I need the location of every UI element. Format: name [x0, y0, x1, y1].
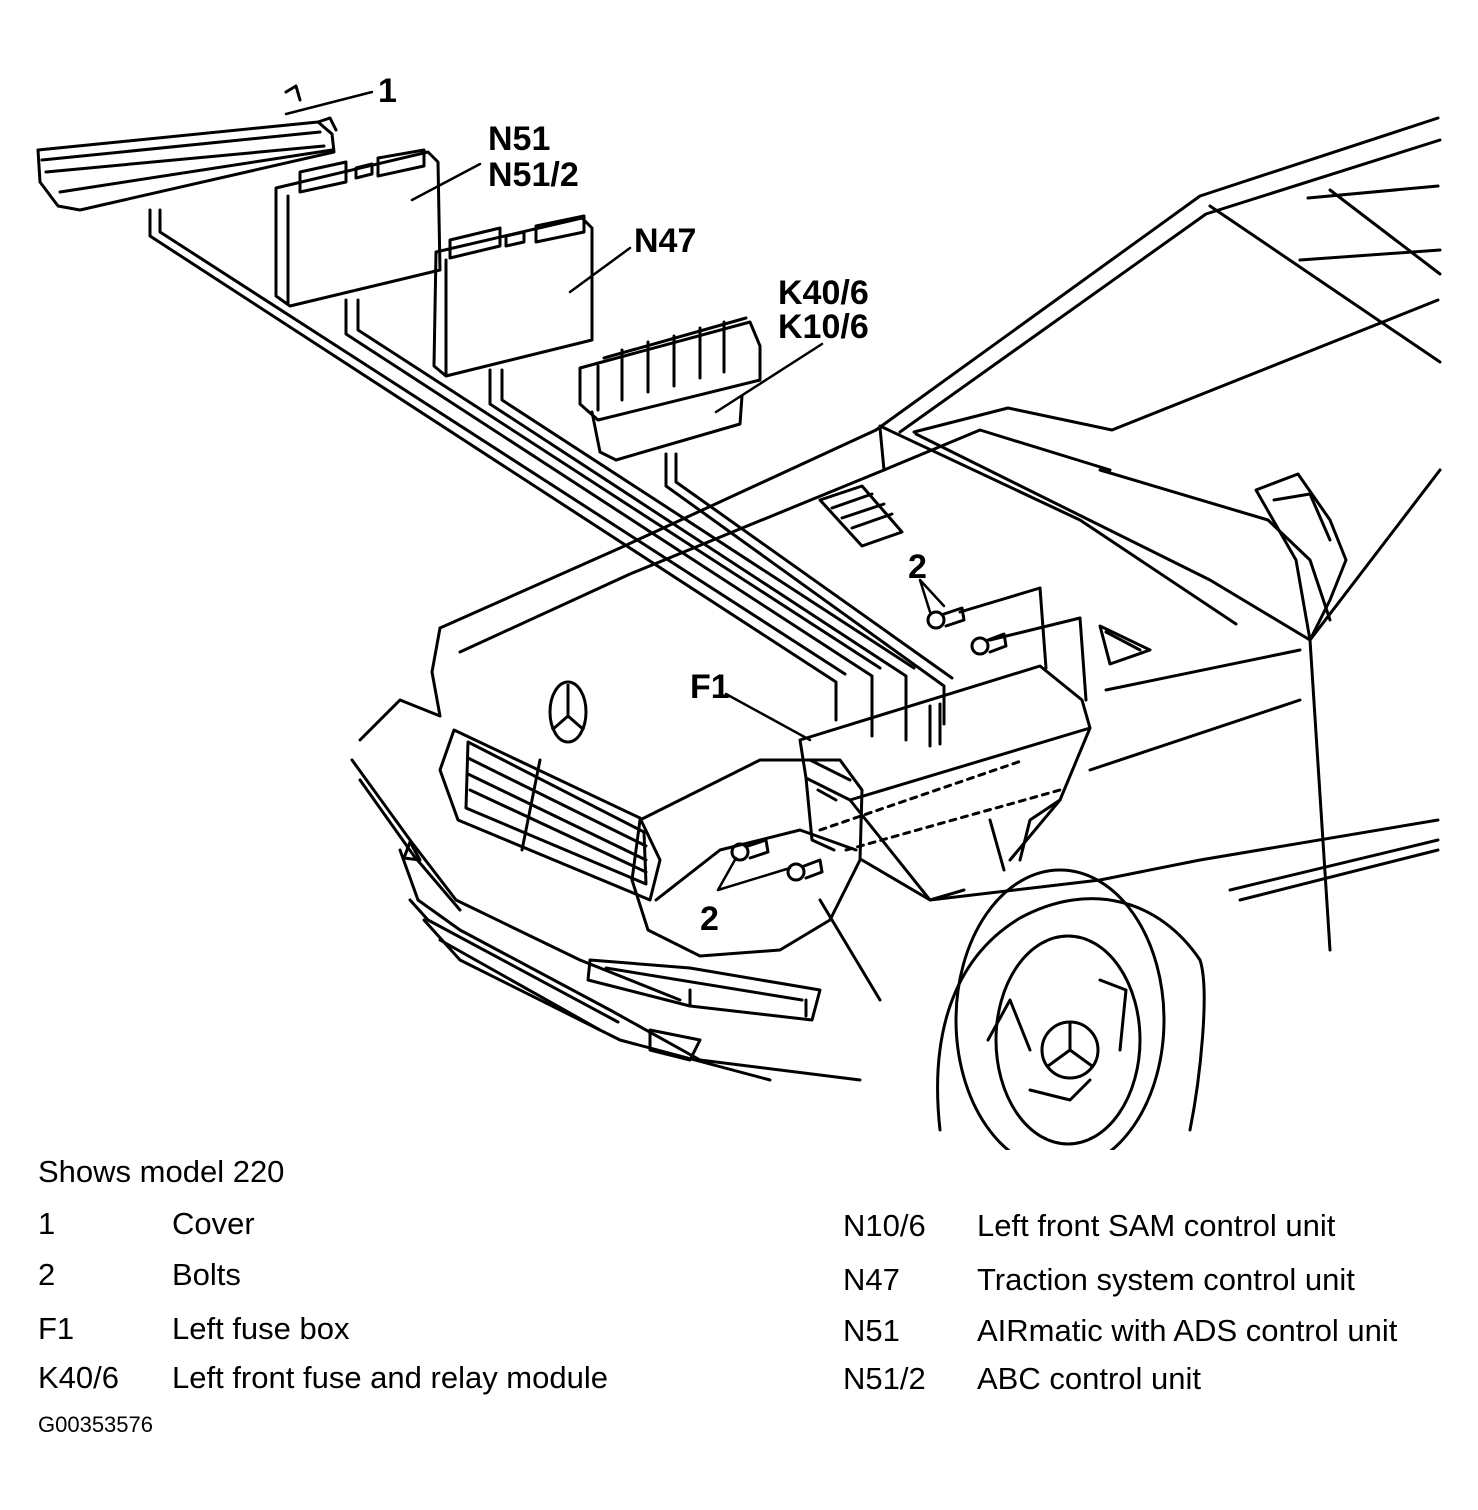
callout-n47: N47 — [634, 222, 696, 260]
legend-code: N47 — [843, 1262, 900, 1297]
bolts — [730, 606, 1008, 882]
n51-control-unit — [274, 148, 442, 308]
legend-desc: AIRmatic with ADS control unit — [977, 1313, 1398, 1348]
component-location-diagram: 1 N51 N51/2 N47 K40/6 K10/6 F1 2 2 — [36, 72, 1442, 1150]
legend-code: 1 — [38, 1206, 56, 1241]
callout-2-top: 2 — [908, 548, 927, 586]
callout-leaders — [284, 90, 946, 892]
figure-id: G00353576 — [38, 1412, 153, 1437]
legend-code: N10/6 — [843, 1208, 926, 1243]
callout-k10-6: K10/6 — [778, 308, 869, 346]
legend-code: N51/2 — [843, 1361, 926, 1396]
leader-lines — [148, 208, 954, 742]
callout-n51: N51 — [488, 120, 550, 158]
legend-code: 2 — [38, 1257, 56, 1292]
legend-code: F1 — [38, 1311, 75, 1346]
legend-caption: Shows model 220 — [38, 1154, 285, 1189]
k40-6-relay-module — [578, 316, 762, 462]
callout-n51-2: N51/2 — [488, 156, 579, 194]
legend-desc: Left fuse box — [172, 1311, 350, 1346]
legend-desc: ABC control unit — [977, 1361, 1201, 1396]
callout-2-bottom: 2 — [700, 900, 719, 938]
callout-k40-6: K40/6 — [778, 274, 869, 312]
legend-desc: Left front SAM control unit — [977, 1208, 1336, 1243]
f1-fuse-box — [798, 586, 1092, 902]
cover-part — [36, 84, 338, 212]
n47-control-unit — [432, 214, 594, 378]
legend-desc: Bolts — [172, 1257, 241, 1292]
mercedes-star-icon — [548, 680, 588, 744]
legend-desc: Traction system control unit — [977, 1262, 1355, 1297]
legend-desc: Left front fuse and relay module — [172, 1360, 608, 1395]
legend-desc: Cover — [172, 1206, 255, 1241]
callout-f1: F1 — [690, 668, 730, 706]
callout-1: 1 — [378, 72, 397, 110]
legend-code: N51 — [843, 1313, 900, 1348]
legend-code: K40/6 — [38, 1360, 120, 1395]
vehicle-body — [350, 116, 1442, 1150]
